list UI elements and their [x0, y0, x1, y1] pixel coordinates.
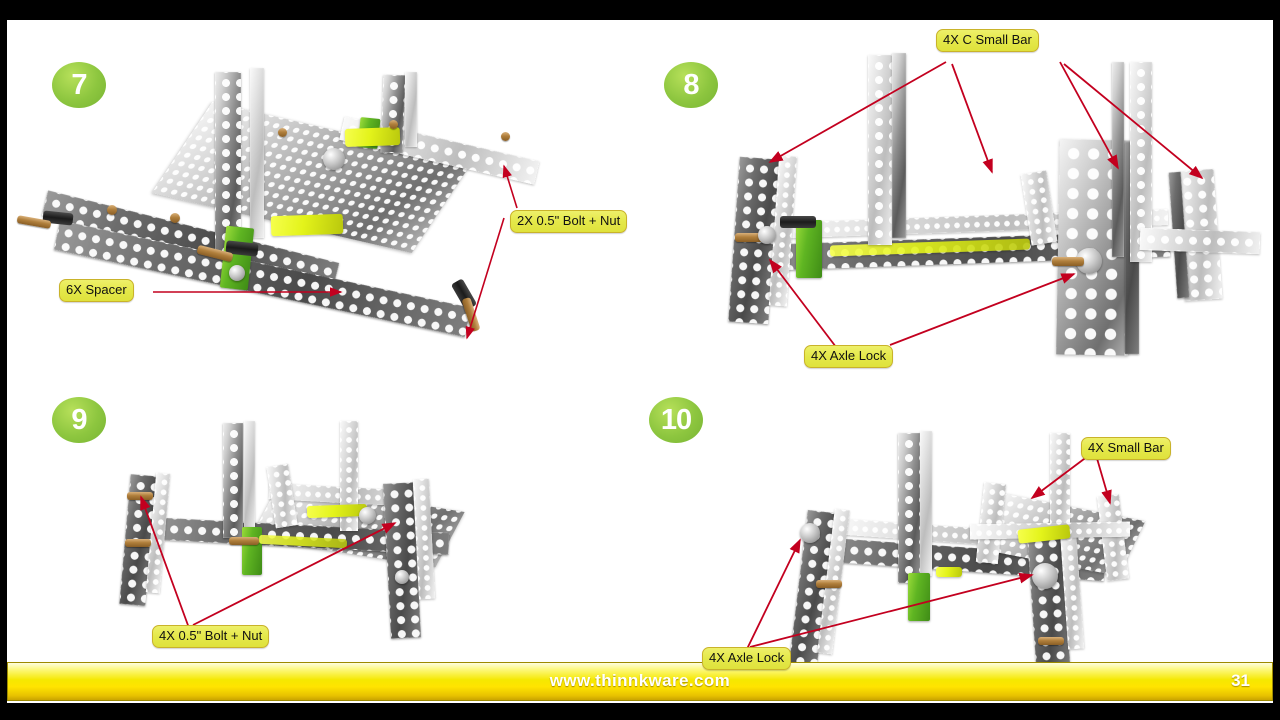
hole-pattern: [1050, 433, 1070, 538]
axle-center: [1052, 257, 1084, 266]
vertical-post-left-inner: [920, 431, 932, 576]
axle-left: [816, 580, 842, 588]
hole-pattern: [215, 72, 241, 252]
label-4x-small-bar[interactable]: 4X Small Bar: [1081, 437, 1171, 460]
assembly-illustration-8: [640, 20, 1273, 375]
label-4x-axle-lock[interactable]: 4X Axle Lock: [702, 647, 792, 670]
vertical-post-left-inner: [244, 421, 255, 533]
hole-pattern: [868, 55, 892, 245]
axle-left-upper: [127, 492, 153, 500]
step-panel-9: 9: [7, 375, 640, 662]
label-6x-spacer[interactable]: 6X Spacer: [59, 279, 134, 302]
spacer-left: [780, 216, 816, 228]
axle-bottom-right: [1038, 637, 1064, 645]
bolt-brass-far: [389, 120, 398, 129]
step-number-badge-8: 8: [664, 62, 718, 108]
vertical-post-right: [340, 421, 358, 531]
leader-lines-7: [153, 164, 518, 340]
vertical-post-left: [215, 72, 241, 252]
leader-lines-8: [768, 61, 1204, 348]
assembly-illustration-9: [7, 375, 640, 662]
page-footer: www.thinnkware.com 31: [7, 662, 1273, 701]
leader-lines-10: [745, 452, 1112, 652]
vertical-post-right-inner: [405, 72, 417, 147]
hole-pattern: [1130, 62, 1152, 262]
vertical-post-left: [868, 55, 892, 245]
leader-lines-9: [140, 495, 397, 629]
page-number: 31: [1231, 671, 1250, 690]
step-panel-7: 7: [7, 20, 640, 375]
axle-lock-right: [1032, 563, 1058, 589]
assembly-illustration-10: [640, 375, 1273, 680]
yellow-spacer: [936, 567, 962, 577]
vertical-post-left: [898, 433, 920, 583]
label-2x-bolt-nut[interactable]: 2X 0.5" Bolt + Nut: [510, 210, 628, 233]
vertical-post-left: [223, 423, 243, 538]
hole-pattern: [223, 423, 243, 538]
vertical-post-left-inner: [250, 68, 264, 238]
label-4x-bolt-nut[interactable]: 4X 0.5" Bolt + Nut: [152, 625, 270, 648]
footer-website-url[interactable]: www.thinnkware.com: [549, 671, 731, 690]
axle-left: [735, 233, 771, 242]
vertical-post-right: [1050, 433, 1070, 538]
assembly-illustration-7: [7, 20, 640, 375]
axle-left-lower: [125, 539, 151, 547]
step-panel-8: 8: [640, 20, 1273, 375]
green-bearing-block: [796, 220, 822, 278]
bolt-brass-mid: [170, 213, 180, 223]
bolt-head: [229, 265, 245, 281]
axle-hub: [323, 148, 345, 170]
axle-lock-left: [800, 523, 820, 543]
green-bearing-block: [908, 573, 930, 621]
bolt-brass-endrail: [501, 132, 510, 141]
hole-pattern: [898, 433, 920, 583]
axle-center: [229, 537, 259, 545]
axle-hub-right: [359, 507, 376, 524]
axle-lock-left: [758, 226, 776, 244]
label-4x-c-small-bar[interactable]: 4X C Small Bar: [936, 29, 1039, 52]
bolt-brass-rear: [278, 128, 287, 137]
vertical-post-right: [1130, 62, 1152, 262]
label-4x-axle-lock[interactable]: 4X Axle Lock: [804, 345, 894, 368]
step-number-badge-7: 7: [52, 62, 106, 108]
hole-pattern: [340, 421, 358, 531]
vertical-post-left-inner: [892, 53, 906, 238]
step-panel-10: 10: [640, 375, 1273, 680]
step-number-badge-9: 9: [52, 397, 106, 443]
step-number-badge-10: 10: [649, 397, 703, 443]
instruction-page: 7: [7, 20, 1273, 703]
bolt-brass-left: [107, 205, 117, 215]
axle-hub-right-lower: [395, 570, 409, 584]
